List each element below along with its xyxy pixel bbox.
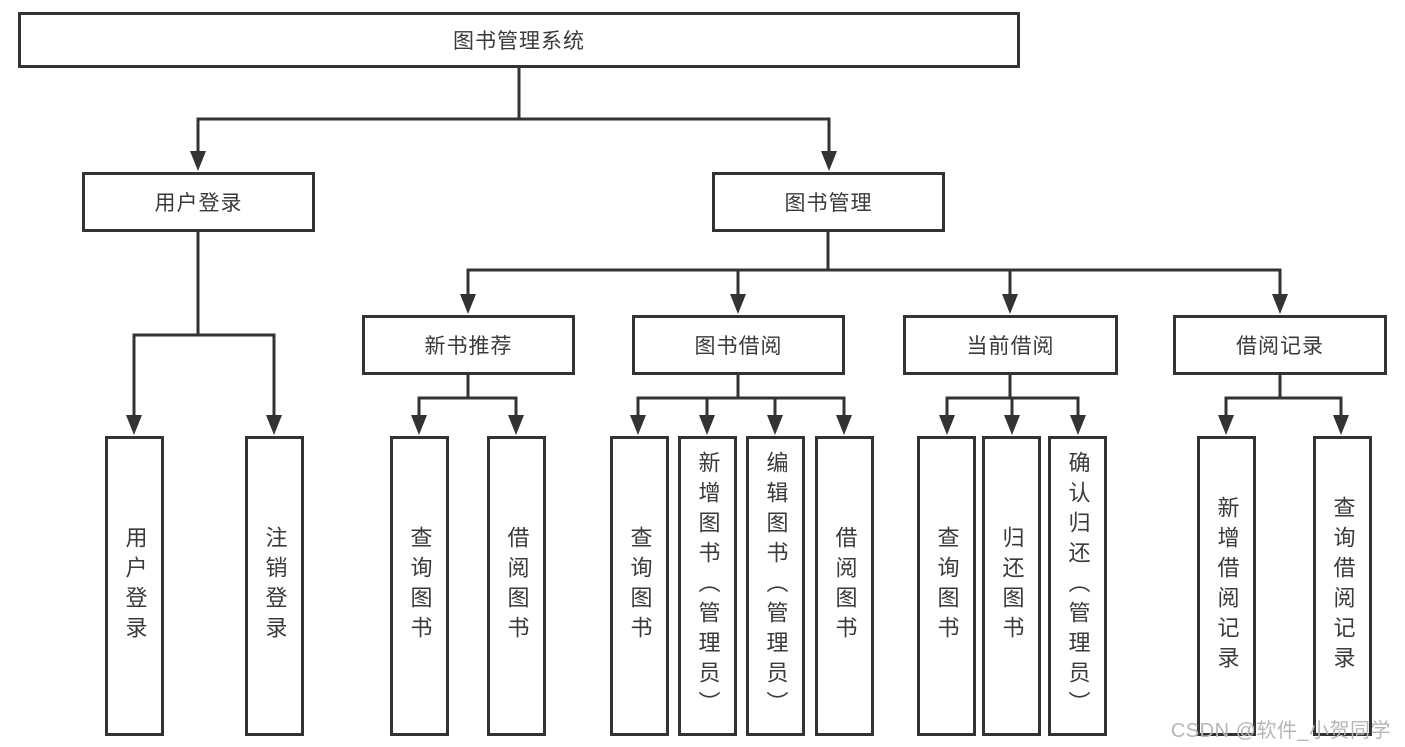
leaf-edit-books-admin: 编辑图书（管理员） bbox=[746, 436, 805, 736]
leaf-query-borrow-record: 查询借阅记录 bbox=[1313, 436, 1372, 736]
leaf-confirm-return-admin: 确认归还（管理员） bbox=[1048, 436, 1107, 736]
connector-borrow-to-leaves bbox=[630, 373, 852, 435]
connector-recommend-to-leaves bbox=[411, 373, 524, 435]
connector-root-to-level2 bbox=[190, 66, 837, 171]
leaf-borrow-books: 借阅图书 bbox=[815, 436, 874, 736]
connector-records-to-leaves bbox=[1218, 373, 1349, 435]
node-user-login: 用户登录 bbox=[82, 172, 315, 232]
leaf-user-login: 用户登录 bbox=[105, 436, 164, 736]
leaf-confirm-return-admin-label: 确认归还（管理员） bbox=[1065, 451, 1091, 721]
leaf-query-borrow-record-label: 查询借阅记录 bbox=[1330, 496, 1356, 676]
leaf-query-books-current-label: 查询图书 bbox=[934, 526, 960, 646]
leaf-return-books: 归还图书 bbox=[982, 436, 1041, 736]
node-root-system: 图书管理系统 bbox=[18, 12, 1020, 68]
leaf-add-borrow-record-label: 新增借阅记录 bbox=[1214, 496, 1240, 676]
node-book-management: 图书管理 bbox=[712, 172, 945, 232]
node-borrow-records-label: 借阅记录 bbox=[1236, 335, 1324, 358]
leaf-borrow-books-label: 借阅图书 bbox=[832, 526, 858, 646]
leaf-user-login-label: 用户登录 bbox=[122, 526, 148, 646]
leaf-add-borrow-record: 新增借阅记录 bbox=[1197, 436, 1256, 736]
connector-management-to-level3 bbox=[460, 230, 1288, 314]
node-root-label: 图书管理系统 bbox=[453, 30, 585, 53]
node-current-borrow-label: 当前借阅 bbox=[966, 335, 1055, 358]
node-borrow-records: 借阅记录 bbox=[1173, 315, 1387, 375]
node-new-book-recommend-label: 新书推荐 bbox=[424, 335, 513, 358]
leaf-return-books-label: 归还图书 bbox=[999, 526, 1025, 646]
csdn-watermark: CSDN @软件_小贺同学 bbox=[1170, 720, 1391, 742]
node-book-borrow: 图书借阅 bbox=[632, 315, 845, 375]
leaf-query-books-borrow-label: 查询图书 bbox=[627, 526, 653, 646]
leaf-query-books-borrow: 查询图书 bbox=[610, 436, 669, 736]
leaf-logout: 注销登录 bbox=[245, 436, 304, 736]
leaf-borrow-books-recommend: 借阅图书 bbox=[487, 436, 546, 736]
node-new-book-recommend: 新书推荐 bbox=[362, 315, 575, 375]
leaf-borrow-books-recommend-label: 借阅图书 bbox=[504, 526, 530, 646]
leaf-query-books-recommend-label: 查询图书 bbox=[407, 526, 433, 646]
leaf-edit-books-admin-label: 编辑图书（管理员） bbox=[763, 451, 789, 721]
node-book-management-label: 图书管理 bbox=[784, 192, 873, 215]
leaf-add-books-admin-label: 新增图书（管理员） bbox=[695, 451, 721, 721]
node-book-borrow-label: 图书借阅 bbox=[694, 335, 783, 358]
leaf-query-books-recommend: 查询图书 bbox=[390, 436, 449, 736]
node-user-login-label: 用户登录 bbox=[154, 192, 243, 215]
leaf-logout-label: 注销登录 bbox=[262, 526, 288, 646]
leaf-add-books-admin: 新增图书（管理员） bbox=[678, 436, 737, 736]
leaf-query-books-current: 查询图书 bbox=[917, 436, 976, 736]
connector-login-to-leaves bbox=[126, 230, 282, 435]
node-current-borrow: 当前借阅 bbox=[903, 315, 1118, 375]
connector-current-to-leaves bbox=[939, 373, 1086, 435]
